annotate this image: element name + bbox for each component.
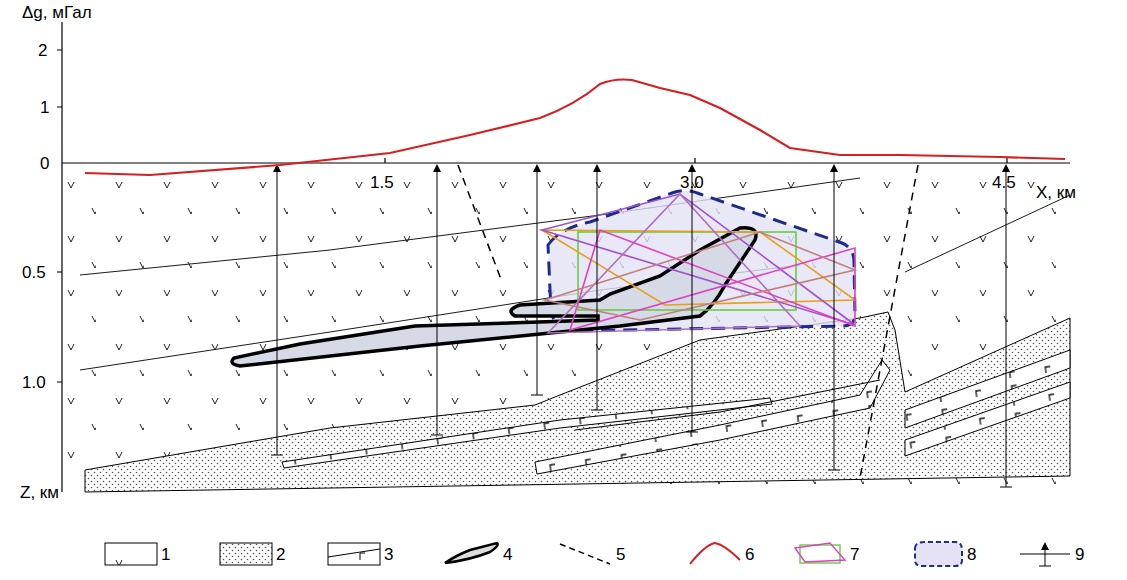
axis-label: Z, км — [20, 484, 59, 501]
axis-label: 4.5 — [992, 174, 1016, 191]
boreholes — [271, 168, 1012, 487]
volcanic-rocks — [64, 175, 1074, 495]
sandstone-layer — [85, 312, 1070, 492]
solution-polygons — [542, 194, 855, 333]
fault-line — [860, 165, 918, 478]
axis-label: 3.0 — [680, 174, 704, 191]
axis-label: 1.5 — [370, 174, 394, 191]
axis-label: 0.5 — [22, 264, 46, 281]
horizon-lines — [80, 178, 1070, 370]
gabbro-sill — [535, 360, 890, 474]
gabbro-sill — [905, 382, 1070, 456]
axis-label: 1 — [40, 99, 49, 116]
legend-number: 9 — [1075, 546, 1084, 563]
axes — [57, 22, 1070, 492]
axis-label: Δg, мГал — [22, 4, 92, 21]
legend-number: 1 — [161, 546, 170, 563]
ore-body — [232, 228, 756, 366]
axis-label: 2 — [38, 42, 47, 59]
legend-number: 4 — [503, 546, 512, 563]
axis-label: 1.0 — [22, 374, 46, 391]
legend-number: 5 — [616, 546, 625, 563]
legend-number: 7 — [850, 546, 859, 563]
legend-number: 2 — [276, 546, 285, 563]
legend-samples — [105, 542, 1070, 566]
axis-label: 0 — [40, 155, 49, 172]
axis-label: X, км — [1036, 184, 1076, 201]
fault-line — [458, 165, 502, 282]
legend-number: 8 — [967, 546, 976, 563]
legend-number: 3 — [384, 546, 393, 563]
legend-number: 6 — [745, 546, 754, 563]
gravity-curve — [85, 80, 1065, 176]
